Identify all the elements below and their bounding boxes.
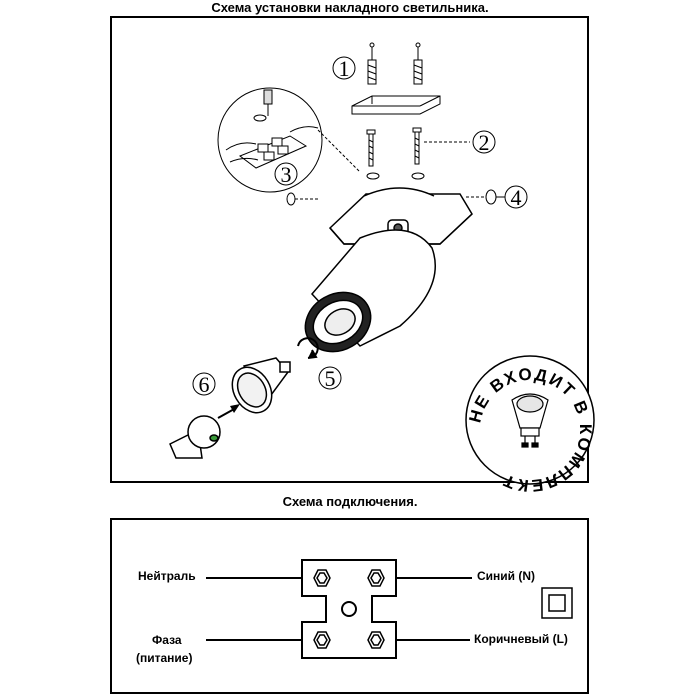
washer-left bbox=[366, 172, 380, 180]
terminal-detail-circle bbox=[217, 87, 323, 193]
step-3-marker: 3 bbox=[274, 162, 298, 187]
double-insulation-symbol bbox=[541, 587, 573, 619]
wires bbox=[206, 577, 472, 641]
terminal-screw-bl bbox=[313, 631, 331, 649]
leader-3 bbox=[317, 129, 361, 173]
install-diagram-title: Схема установки накладного светильника. bbox=[211, 0, 489, 15]
step-1-marker: 1 bbox=[332, 56, 356, 81]
install-frame bbox=[110, 16, 589, 483]
lamp-socket bbox=[169, 415, 221, 459]
gu10-lamp bbox=[231, 357, 291, 414]
mounting-bracket bbox=[351, 95, 441, 115]
wiring-frame bbox=[110, 518, 589, 694]
svg-text:1: 1 bbox=[339, 56, 350, 81]
svg-text:3: 3 bbox=[281, 162, 292, 187]
wall-plug-left bbox=[367, 42, 377, 85]
svg-text:5: 5 bbox=[325, 366, 336, 391]
screw-left bbox=[366, 129, 376, 167]
spotlight-body bbox=[304, 219, 436, 353]
blue-wire-label: Синий (N) bbox=[477, 569, 536, 583]
phase-label: Фаза bbox=[152, 633, 182, 647]
step-5-marker: 5 bbox=[318, 366, 342, 391]
luminaire-base bbox=[328, 187, 473, 245]
phase-label-line2: (питание) bbox=[136, 651, 193, 665]
terminal-screw-br bbox=[367, 631, 385, 649]
phase-label-line1: Фаза bbox=[152, 633, 182, 647]
wall-plug-right bbox=[413, 42, 423, 85]
not-included-stamp: НЕ ВХОДИТ В КОМПЛЕКТ bbox=[465, 355, 595, 495]
side-screw-right bbox=[466, 189, 505, 205]
retaining-ring bbox=[297, 337, 319, 359]
step-6-marker: 6 bbox=[192, 372, 216, 397]
washer-right bbox=[411, 172, 425, 180]
svg-text:4: 4 bbox=[511, 185, 522, 210]
svg-text:2: 2 bbox=[479, 130, 490, 155]
insert-arrow-head bbox=[230, 404, 240, 413]
gu10-bulb-icon bbox=[511, 393, 549, 448]
terminal-screw-tr bbox=[367, 569, 385, 587]
step-4-marker: 4 bbox=[504, 185, 528, 210]
wiring-diagram-title: Схема подключения. bbox=[282, 494, 418, 509]
screw-right bbox=[412, 127, 422, 165]
terminal-screw-tl bbox=[313, 569, 331, 587]
brown-wire-label: Коричневый (L) bbox=[474, 632, 568, 646]
terminal-block-detail bbox=[225, 89, 319, 169]
side-screw-left bbox=[286, 192, 318, 206]
neutral-label: Нейтраль bbox=[138, 569, 196, 583]
step-2-marker: 2 bbox=[472, 130, 496, 155]
svg-text:6: 6 bbox=[199, 372, 210, 397]
